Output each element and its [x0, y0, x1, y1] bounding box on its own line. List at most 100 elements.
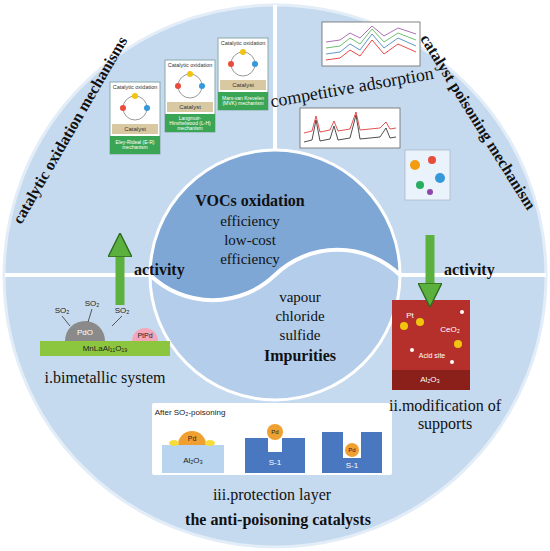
pd-particle [345, 443, 359, 457]
cycle-ring [123, 96, 147, 120]
spectra-chart [322, 22, 420, 66]
acid-site [460, 310, 464, 314]
molecule-dot [187, 71, 193, 77]
pt-particle [454, 340, 462, 348]
atom [416, 181, 424, 189]
pt-particle [416, 318, 424, 326]
xrd-line [304, 112, 396, 133]
mechanism-card [218, 38, 268, 110]
mechanism-strip [110, 136, 160, 154]
acid-site [410, 348, 414, 352]
outer-circle [4, 5, 546, 547]
node-text: catalyst poisoning mechanism [417, 31, 540, 213]
illustration-label: Pd [348, 447, 355, 453]
molecule-dot [132, 93, 138, 99]
illustration-label: CeO₂ [440, 326, 460, 334]
node-text: competitive adsorption [269, 64, 435, 112]
atom [427, 189, 433, 195]
spectrum-line [326, 26, 416, 42]
divider-line [273, 5, 277, 150]
node-text: sulfide [280, 327, 321, 344]
molecule-dot [144, 105, 150, 111]
illustration-label: S-1 [346, 462, 358, 470]
activity-arrow [116, 257, 125, 305]
edge-label: activity [134, 261, 185, 279]
illustration-label: Langmuir-Hinshelwood (L-H) mechanism [166, 116, 214, 131]
atom [428, 156, 436, 164]
illustration-label: Catalytic oxidation [168, 63, 213, 69]
xrd-chart [300, 108, 400, 148]
s-curve [150, 250, 400, 300]
node-text: chloride [275, 308, 324, 325]
node-text: VOCs oxidation [195, 192, 304, 210]
illustration-label: Al₂O₃ [420, 376, 440, 384]
illustration-label: PdO [77, 329, 93, 337]
divider-line [5, 273, 150, 277]
illustration-label: Catalyst [232, 82, 254, 88]
yin-yang-half: vapourchloridesulfideImpurities [235, 286, 365, 370]
illustration-label: Catalyst [179, 104, 201, 110]
catalyst-bar [167, 102, 213, 112]
node-text: i.bimetallic system [45, 369, 166, 387]
sector-region: catalyst poisoning mechanismcompetitive … [280, 15, 530, 235]
illustration-label: MnLaAl₁₁O₁₉ [83, 345, 128, 353]
zeolite-slab [245, 438, 305, 473]
illustration-label: Catalytic oxidation [113, 85, 158, 91]
molecule-dot [120, 105, 126, 111]
illustration-label: After SO₂-poisoning [155, 409, 226, 417]
illustration-label: Catalytic oxidation [221, 41, 266, 47]
activity-arrow [426, 235, 435, 283]
molecule-dot [252, 61, 258, 67]
node-text: catalytic oxidation mechanisms [9, 33, 131, 227]
zeolite-slab [322, 432, 382, 473]
support-slab [40, 341, 170, 356]
illustration-label: SO₂ [85, 300, 100, 308]
illustration-label: SO₂ [115, 307, 130, 315]
mechanism-strip [218, 92, 268, 110]
illustration-label: Pd [271, 429, 278, 435]
pd-particle [178, 431, 206, 445]
illustration-label: Mars-van Krevelen (MVK) mechanism [219, 96, 267, 106]
cycle-ring [231, 52, 255, 76]
atom [410, 160, 420, 170]
acid-site [450, 360, 454, 364]
inner-circle-ring [150, 150, 400, 400]
pt-particle [400, 322, 408, 330]
zeolite-pore [268, 438, 282, 452]
adsorption-arrow [62, 316, 70, 326]
spectrum-line [326, 40, 416, 60]
yin-yang-bottom [150, 250, 400, 400]
ptpd-particle [132, 328, 158, 341]
alumina-band [392, 370, 470, 390]
illustration-label: PtPd [137, 332, 152, 339]
alumina-slab [162, 445, 224, 473]
yin-yang-half: VOCs oxidation efficiency low-cost efficien… [195, 188, 315, 272]
pdo-particle [65, 321, 105, 341]
node-text: the anti-poisoning catalysts [185, 511, 371, 529]
illustration-label: Pt [406, 312, 414, 320]
molecule-dot [199, 83, 205, 89]
illustration-label: SO₂ [55, 307, 70, 315]
node-text: efficiency [220, 213, 280, 230]
adsorption-arrow [88, 309, 92, 322]
molecule-dot [175, 83, 181, 89]
mechanism-strip [165, 114, 215, 132]
catalyst-bar [112, 124, 158, 134]
sulfate-deposit [205, 440, 215, 446]
illustration-label: S-1 [269, 459, 281, 467]
spectrum-line [326, 29, 416, 48]
sulfate-deposit [169, 440, 179, 446]
illustration-label: Al₂O₃ [183, 457, 203, 465]
node-text: low-cost [224, 232, 276, 249]
spectrum-line [326, 34, 416, 54]
edge-label: activity [444, 261, 495, 279]
node-text: efficiency [220, 251, 280, 268]
node-text: Impurities [264, 347, 336, 365]
protection-panel [152, 403, 392, 475]
molecular-picture [405, 150, 450, 200]
node-text: iii.protection layer [213, 486, 331, 504]
adsorption-arrow [112, 316, 122, 326]
pd-particle [267, 424, 283, 440]
atom [435, 173, 445, 183]
sector-region: i.bimetallic systemii.modification of su… [15, 305, 535, 540]
